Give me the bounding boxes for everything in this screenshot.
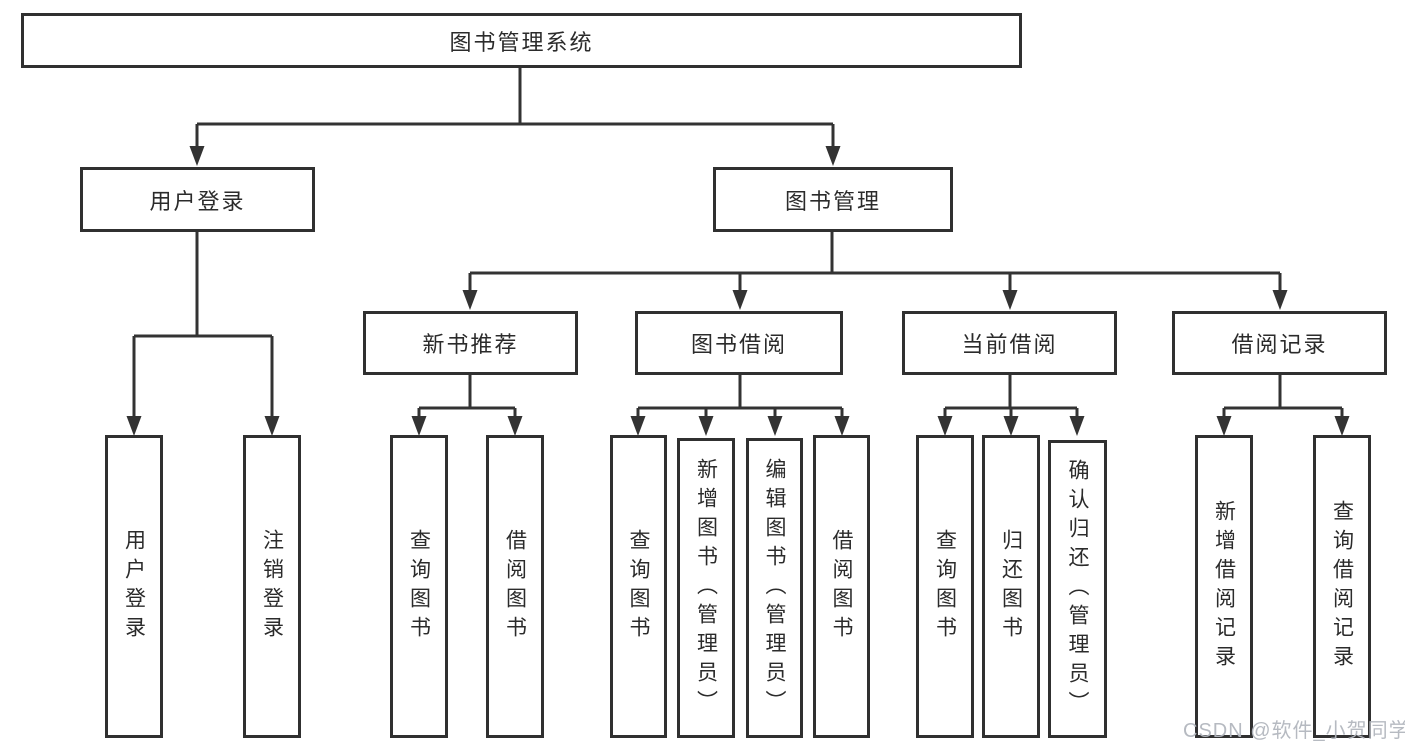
node-root: 图书管理系统 [21, 13, 1022, 68]
leaf-user-login-label: 用户登录 [122, 528, 146, 645]
node-borrow-records: 借阅记录 [1172, 311, 1387, 375]
node-user-login-label: 用户登录 [149, 188, 246, 214]
leaf-user-login: 用户登录 [105, 435, 163, 738]
leaf-borrow-books: 借阅图书 [813, 435, 870, 738]
leaf-query-borrow-record-label: 查询借阅记录 [1330, 499, 1354, 674]
node-book-management: 图书管理 [713, 167, 953, 232]
node-new-book-recommend: 新书推荐 [363, 311, 578, 375]
connector-root-to-level2 [189, 68, 841, 166]
leaf-query-borrow-record: 查询借阅记录 [1313, 435, 1371, 738]
leaf-add-book-admin-label: 新增图书（管理员） [694, 457, 718, 719]
leaf-return-book: 归还图书 [982, 435, 1040, 738]
node-current-borrow-label: 当前借阅 [961, 332, 1058, 357]
leaf-logout-label: 注销登录 [260, 528, 284, 645]
leaf-query-books-recommend-label: 查询图书 [407, 528, 431, 645]
leaf-query-books-current-label: 查询图书 [933, 528, 957, 645]
leaf-add-borrow-record: 新增借阅记录 [1195, 435, 1253, 738]
node-borrow-records-label: 借阅记录 [1231, 332, 1328, 357]
connector-new-book-to-leaves [411, 375, 523, 436]
leaf-confirm-return-admin-label: 确认归还（管理员） [1066, 458, 1089, 720]
leaf-query-books-current: 查询图书 [916, 435, 974, 738]
node-book-borrow: 图书借阅 [635, 311, 843, 375]
leaf-query-books-borrow-label: 查询图书 [627, 528, 650, 645]
watermark-text: CSDN @软件_小贺同学 [1183, 720, 1405, 742]
leaf-logout: 注销登录 [243, 435, 301, 738]
leaf-add-book-admin: 新增图书（管理员） [677, 438, 735, 738]
leaf-edit-book-admin-label: 编辑图书（管理员） [763, 457, 786, 719]
connector-borrow-records-to-leaves [1216, 375, 1350, 436]
leaf-return-book-label: 归还图书 [999, 528, 1023, 645]
connector-user-login-to-leaves [126, 232, 280, 436]
leaf-borrow-books-recommend-label: 借阅图书 [503, 528, 527, 645]
node-book-management-label: 图书管理 [784, 188, 881, 214]
node-user-login: 用户登录 [80, 167, 315, 232]
leaf-query-books-recommend: 查询图书 [390, 435, 448, 738]
leaf-add-borrow-record-label: 新增借阅记录 [1212, 499, 1236, 674]
node-new-book-recommend-label: 新书推荐 [422, 332, 519, 357]
leaf-borrow-books-recommend: 借阅图书 [486, 435, 544, 738]
node-current-borrow: 当前借阅 [902, 311, 1117, 375]
connector-current-borrow-to-leaves [937, 375, 1085, 436]
connector-book-management-to-level3 [462, 232, 1288, 310]
node-book-borrow-label: 图书借阅 [690, 332, 787, 357]
connector-book-borrow-to-leaves [630, 375, 850, 436]
node-root-label: 图书管理系统 [449, 29, 594, 55]
leaf-edit-book-admin: 编辑图书（管理员） [746, 438, 803, 738]
leaf-confirm-return-admin: 确认归还（管理员） [1048, 440, 1107, 738]
leaf-query-books-borrow: 查询图书 [610, 435, 667, 738]
leaf-borrow-books-label: 借阅图书 [830, 528, 853, 645]
